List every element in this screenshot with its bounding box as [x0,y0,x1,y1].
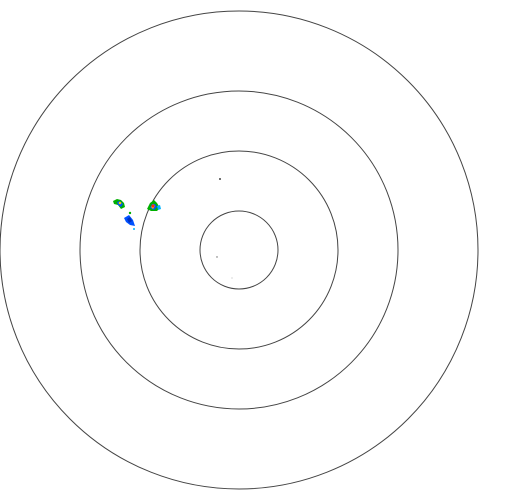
range-ring-4 [0,10,479,490]
precipitation-echoes [113,178,233,279]
echo-cell [118,201,122,205]
range-ring-2 [139,150,339,350]
echo-speck [219,178,221,180]
echo-cell [151,204,155,208]
echo-cell [128,211,132,215]
range-ring-1 [199,210,279,290]
echo-cluster-east [147,200,161,211]
range-rings [0,10,479,490]
echo-cell [127,217,132,223]
echo-cluster-west [113,199,135,230]
range-ring-3 [79,90,399,410]
echo-speck [231,277,233,279]
echo-cell [133,228,135,230]
echo-cell [157,205,161,210]
echo-speck [216,256,218,258]
